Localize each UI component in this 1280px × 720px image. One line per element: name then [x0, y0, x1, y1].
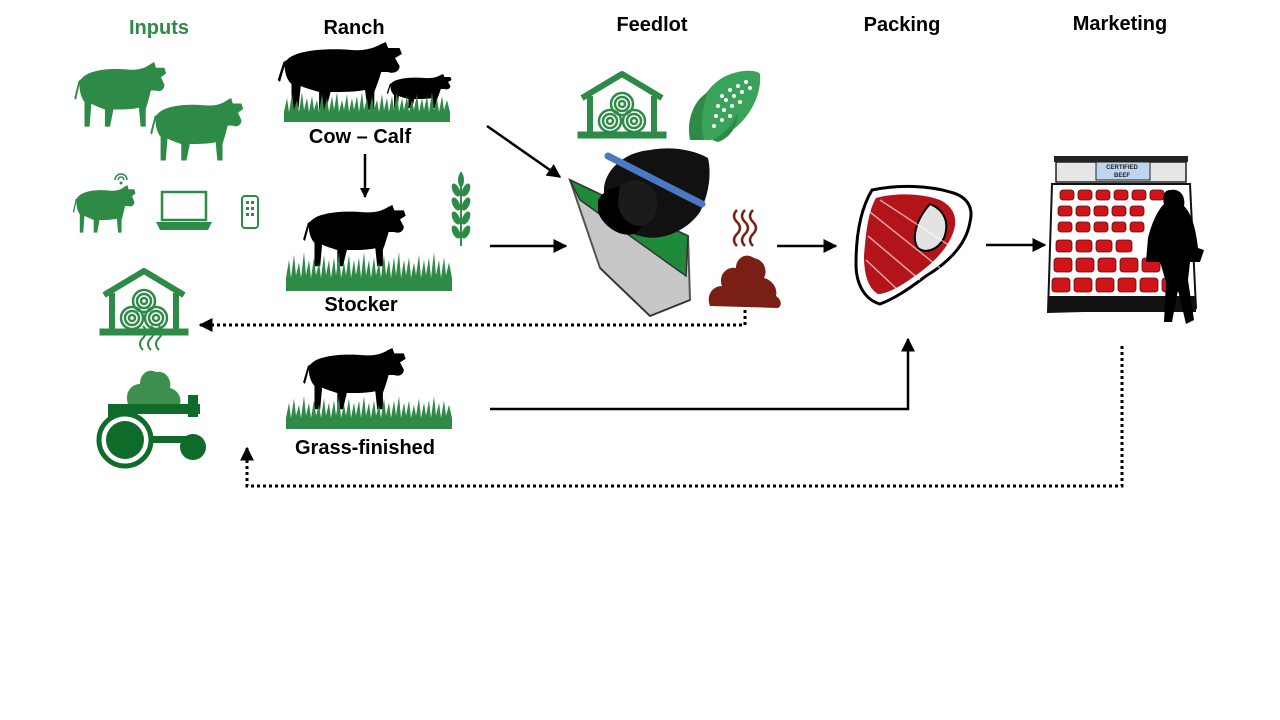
corn-icon — [688, 70, 761, 142]
feedlot-bunk-icon — [568, 148, 710, 318]
stocker-icon — [286, 205, 452, 291]
feedlot-manure-icon — [708, 209, 781, 308]
meat-case-icon — [1046, 156, 1204, 324]
stage-label-inputs: Inputs — [129, 17, 189, 39]
feedlot-hay-barn-icon — [578, 74, 666, 138]
node-label-grass-finished: Grass-finished — [294, 437, 436, 459]
stage-label-feedlot: Feedlot — [616, 14, 688, 36]
smart-cattle-tech-icon — [72, 173, 259, 233]
stage-label-ranch: Ranch — [323, 17, 385, 39]
steak-icon — [854, 184, 973, 306]
store-sign-line1: CERTIFIED — [1106, 165, 1138, 171]
stage-label-packing: Packing — [863, 14, 941, 36]
input-cattle-icon — [74, 62, 244, 161]
store-sign-line2: BEEF — [1114, 173, 1130, 179]
arrow-cowcalf-to-feedlot — [486, 124, 562, 179]
wheat-icon — [451, 172, 471, 246]
node-label-stocker: Stocker — [324, 294, 398, 316]
stage-label-marketing: Marketing — [1072, 13, 1168, 35]
hay-barn-icon — [100, 271, 188, 335]
dotted-arrow-marketing-to-inputs — [240, 346, 1124, 488]
dotted-arrow-manure-to-inputs — [198, 310, 747, 332]
grass-finished-icon — [286, 348, 452, 429]
manure-spreader-tractor-icon — [96, 325, 206, 469]
node-label-cow-calf: Cow – Calf — [308, 126, 412, 148]
arrow-grass-finished-to-packing — [490, 337, 915, 411]
cow-calf-icon — [277, 42, 452, 122]
